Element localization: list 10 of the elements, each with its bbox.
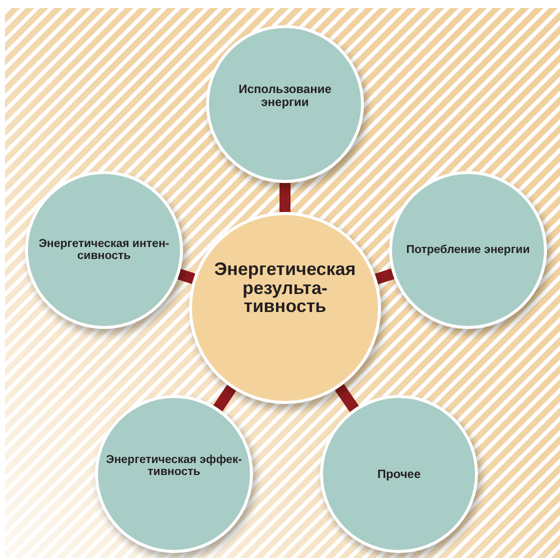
topic-label: Прочее [376, 468, 422, 480]
topic-label: Потребление энергии [405, 244, 531, 256]
connector-bar [334, 384, 359, 412]
topic-label: Использование энергии [238, 83, 332, 109]
hub-label: Энергетическая результа- тивность [213, 260, 357, 316]
connector-bar [374, 268, 394, 284]
connector-bar [213, 384, 236, 412]
topic-label: Энергетическая эффек- тивность [105, 454, 243, 478]
topic-label: Энергетическая интен- сивность [38, 238, 170, 262]
connector-bar [178, 268, 196, 284]
